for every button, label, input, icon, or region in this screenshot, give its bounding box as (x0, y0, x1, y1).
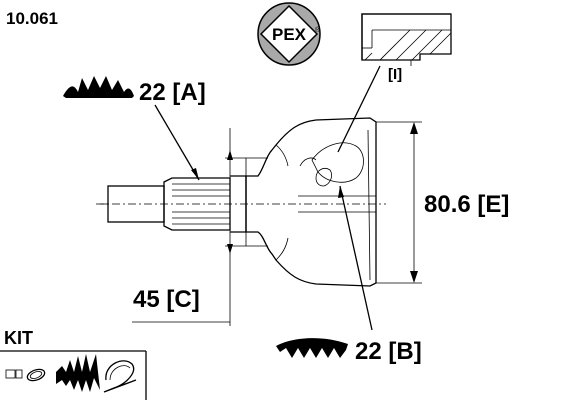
dimension-e-lines (376, 121, 422, 284)
registered-mark: ® (315, 26, 321, 34)
part-number: 10.061 (6, 9, 58, 28)
dimension-c-lines (132, 128, 268, 326)
detail-inset: [I] (337, 13, 452, 153)
kit-label: KIT (4, 328, 33, 348)
pex-logo: PEX ® (257, 2, 321, 66)
kit-box (0, 350, 147, 400)
kit-nut-icon (5, 369, 23, 379)
detail-label: [I] (388, 66, 402, 83)
logo-text: PEX (272, 25, 307, 44)
dimension-b-label: 22 [B] (355, 338, 422, 365)
kit-clamp-icon (26, 368, 46, 382)
dimension-c-label: 45 [C] (133, 286, 200, 313)
kit-boot-icon (56, 354, 100, 392)
dimension-e-label: 80.6 [E] (424, 191, 509, 218)
dimension-a-label: 22 [A] (139, 79, 206, 106)
kit-band-icon (103, 360, 137, 393)
arrow-b (338, 186, 344, 198)
spline-icon-a (63, 76, 134, 98)
leader-a (154, 104, 200, 181)
leader-b (339, 185, 373, 331)
arrow-a (191, 168, 199, 180)
spline-icon-b (276, 338, 348, 358)
